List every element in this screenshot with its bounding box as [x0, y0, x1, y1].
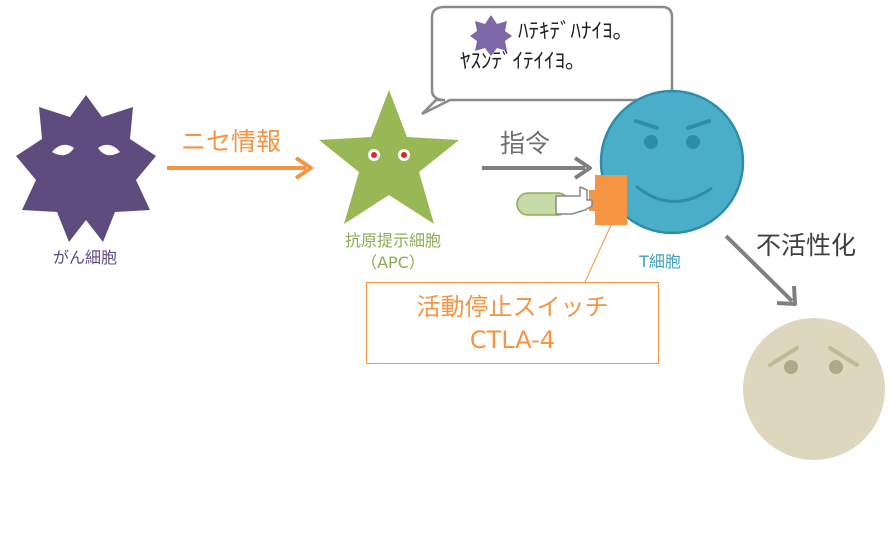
apc-abbrev: （APC）	[361, 252, 425, 272]
ctla4-receptor	[595, 175, 627, 225]
t-left-eye-icon	[644, 135, 658, 149]
ctla4-switch-box: 活動停止スイッチ CTLA-4	[366, 282, 659, 364]
cancer-right-eye-icon	[98, 144, 120, 156]
command-label: 指令	[500, 129, 551, 158]
speech-line-1: ﾊﾃｷﾃﾞﾊﾅｲﾖ。	[518, 19, 634, 43]
apc-name: 抗原提示細胞	[344, 231, 441, 250]
cancer-left-eye-icon	[52, 144, 74, 156]
cancer-cell	[16, 95, 156, 242]
t-cell	[599, 89, 745, 235]
fake-info-label: ニセ情報	[181, 127, 282, 156]
switch-name: CTLA-4	[469, 326, 556, 354]
speech-line-2: ﾔｽﾝﾃﾞｲﾃｲｲﾖ。	[460, 49, 586, 74]
inactivation-label: 不活性化	[756, 231, 857, 260]
cancer-cell-label: がん細胞	[52, 248, 117, 267]
t-cell-label: T細胞	[639, 252, 681, 271]
inactive-left-eye-icon	[784, 360, 798, 374]
speech-bubble	[421, 5, 674, 116]
inactivation-arrow	[724, 234, 797, 306]
switch-title: 活動停止スイッチ	[416, 293, 609, 321]
switch-connector	[584, 224, 612, 283]
apc-star	[319, 90, 459, 224]
fake-info-arrow	[167, 156, 313, 180]
inactive-cell	[743, 318, 885, 460]
speech-bubble-text: ﾊﾃｷﾃﾞﾊﾅｲﾖ。 ﾔｽﾝﾃﾞｲﾃｲｲﾖ。	[460, 16, 660, 77]
apc-label: 抗原提示細胞 （APC）	[318, 230, 468, 273]
inactive-right-eye-icon	[829, 360, 843, 374]
mini-cancer-icon	[470, 15, 512, 56]
command-arrow	[482, 156, 592, 180]
t-right-eye-icon	[686, 135, 700, 149]
pointing-hand-icon	[516, 186, 593, 216]
